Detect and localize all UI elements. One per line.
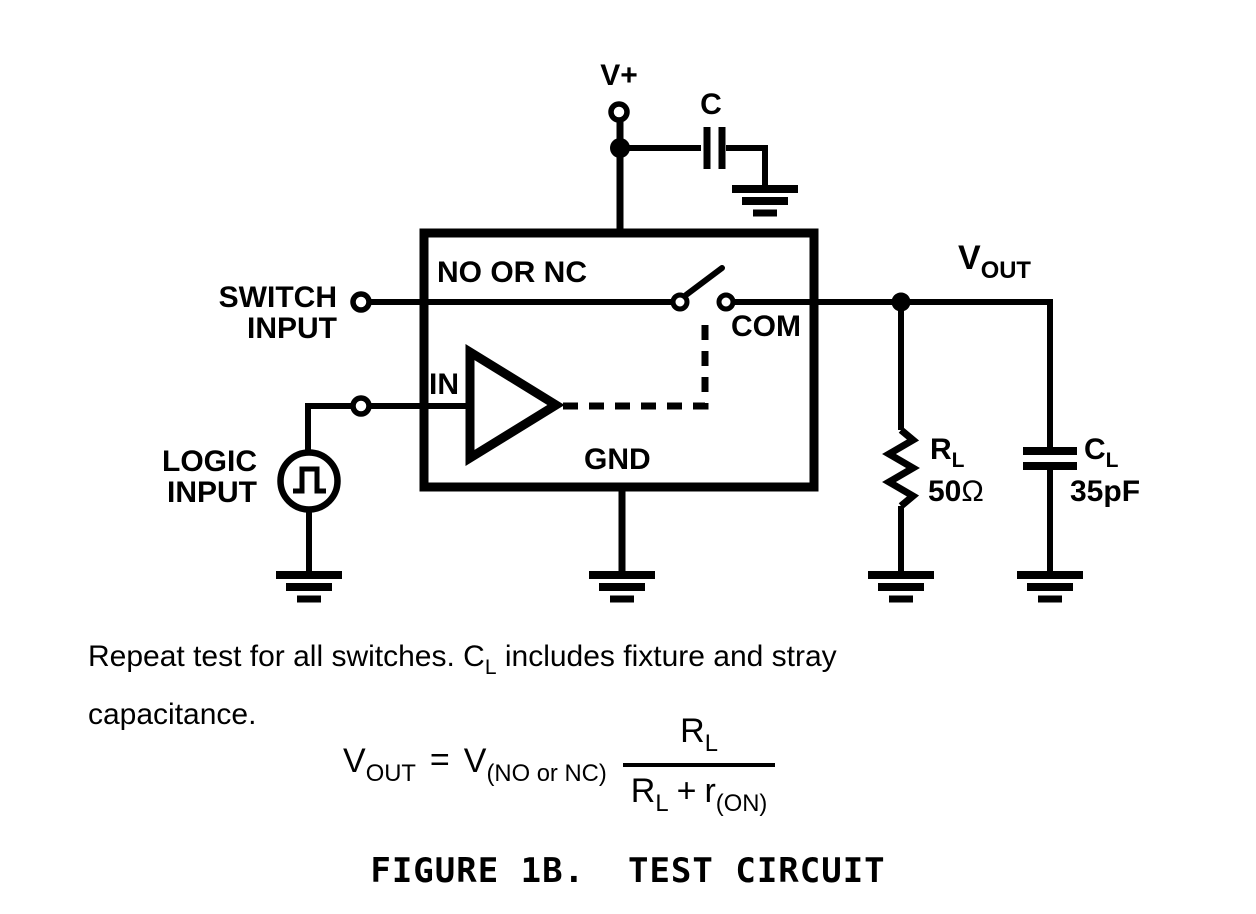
figure-caption: FIGURE 1B. TEST CIRCUIT <box>370 851 886 891</box>
switch-input-wire <box>350 291 674 313</box>
ground-symbol <box>732 189 798 213</box>
note-text: Repeat test for all switches. CL include… <box>88 633 837 738</box>
vplus-label: V+ <box>600 59 638 92</box>
equals-sign: = <box>429 740 450 779</box>
rl-value: 50Ω <box>928 475 984 508</box>
note-line-2: capacitance. <box>88 697 257 731</box>
switch-input-terminal <box>350 291 372 313</box>
com-label: COM <box>731 310 801 343</box>
ground-symbol <box>276 575 342 599</box>
vout-equation: VOUT = V(NO or NC) RL RL+r(ON) <box>343 712 776 818</box>
fraction-denominator: RL+r(ON) <box>622 763 776 818</box>
logic-input-wire <box>305 395 470 453</box>
in-label: IN <box>429 368 459 401</box>
ic-box <box>419 228 819 492</box>
logic-input-terminal <box>350 395 372 417</box>
resistor-zigzag <box>882 427 920 509</box>
buffer-triangle <box>465 343 565 467</box>
vout-label: VOUT <box>958 239 1031 285</box>
bypass-cap-label: C <box>700 88 722 121</box>
pulse-source <box>277 449 341 574</box>
switch-input-label: SWITCH INPUT <box>218 281 337 345</box>
rl-label: RL <box>930 433 965 472</box>
cl-label: CL <box>1084 433 1119 472</box>
vplus-terminal <box>608 101 630 123</box>
switch-symbol <box>670 265 736 312</box>
logic-input-label: LOGIC INPUT <box>162 445 257 509</box>
equation-v-term: V(NO or NC) <box>463 742 607 788</box>
supply-branch <box>608 101 701 232</box>
no-or-nc-label: NO OR NC <box>437 256 587 289</box>
ground-symbol <box>589 575 655 599</box>
fraction-numerator: RL <box>680 712 718 758</box>
ground-symbol <box>1017 575 1083 599</box>
equation-fraction: RL RL+r(ON) <box>622 712 776 818</box>
gnd-label: GND <box>584 443 651 476</box>
equation-lhs: VOUT <box>343 742 416 788</box>
bypass-capacitor-c <box>703 127 768 187</box>
pulse-waveform-icon <box>293 466 326 494</box>
dashed-actuator-line <box>563 316 709 410</box>
load-resistor-rl <box>882 302 920 574</box>
note-line-1: Repeat test for all switches. CL include… <box>88 640 837 679</box>
cl-value: 35pF <box>1070 475 1141 508</box>
ground-symbol <box>868 575 934 599</box>
load-capacitor-cl <box>1023 447 1077 574</box>
